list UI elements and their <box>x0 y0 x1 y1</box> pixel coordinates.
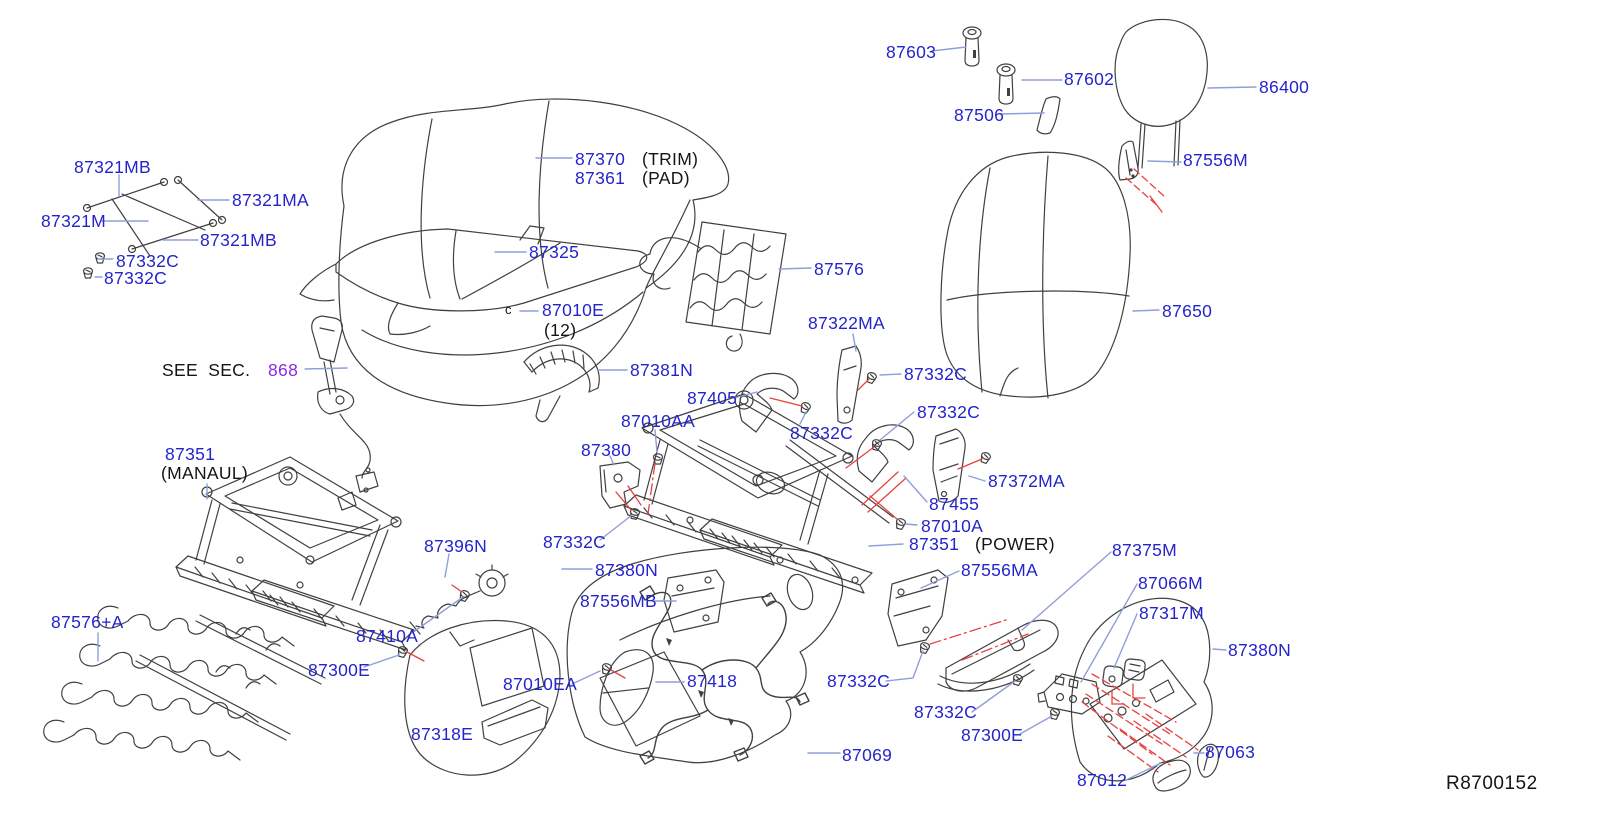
part-label-87012[interactable]: 87012 <box>1077 770 1128 790</box>
part-label-87380n[interactable]: 87380N <box>1228 640 1292 660</box>
part-label-87010aa[interactable]: 87010AA <box>621 411 696 431</box>
part-87418-finisher <box>599 649 654 726</box>
part-86400-headrest <box>1114 18 1208 169</box>
part-87556M-bracket <box>1118 140 1139 181</box>
part-87381N-side-member <box>523 344 600 423</box>
part-87650-seat-back <box>940 151 1131 399</box>
part-87370-cushion-trim <box>338 98 730 407</box>
part-label-87351[interactable]: 87351 <box>165 444 216 464</box>
part-label-87332c[interactable]: 87332C <box>116 251 180 271</box>
part-label-87380n[interactable]: 87380N <box>595 560 659 580</box>
part-label-87321mb[interactable]: 87321MB <box>200 230 278 250</box>
part-label-87576[interactable]: 87576 <box>814 259 865 279</box>
part-label-87380[interactable]: 87380 <box>581 440 632 460</box>
part-label-86400[interactable]: 86400 <box>1259 77 1310 97</box>
part-label-seesec: SEE SEC. <box>162 360 251 380</box>
part-label-manaul: (MANAUL) <box>161 463 248 483</box>
part-label-87321ma[interactable]: 87321MA <box>232 190 310 210</box>
part-87318E-pad <box>481 699 549 746</box>
part-label-trim: (TRIM) <box>642 149 699 169</box>
part-87069-harness <box>639 585 810 765</box>
part-label-87010a[interactable]: 87010A <box>921 516 984 536</box>
part-87396N-recliner-gear <box>409 564 509 635</box>
part-label-87332c[interactable]: 87332C <box>827 671 891 691</box>
part-label-87370[interactable]: 87370 <box>575 149 626 169</box>
part-label-87300e[interactable]: 87300E <box>961 725 1024 745</box>
part-868-seat-belt-buckle <box>311 315 379 511</box>
part-87317M-switch-knobs <box>1102 658 1146 688</box>
part-label-12: (12) <box>544 320 577 340</box>
part-87380N-lower-shield-flap <box>404 619 561 776</box>
drawing-number: R8700152 <box>1446 773 1538 794</box>
part-label-87069[interactable]: 87069 <box>842 745 893 765</box>
part-87602-headrest-stud <box>996 63 1016 105</box>
part-label-87381n[interactable]: 87381N <box>630 360 694 380</box>
part-label-87506[interactable]: 87506 <box>954 105 1005 125</box>
part-87506-trim-piece <box>1036 96 1061 135</box>
part-label-87010e[interactable]: 87010E <box>542 300 605 320</box>
part-label-87375m[interactable]: 87375M <box>1112 540 1178 560</box>
leader-lines <box>94 46 1257 781</box>
part-label-87322ma[interactable]: 87322MA <box>808 313 886 333</box>
part-label-87321m[interactable]: 87321M <box>41 211 107 231</box>
part-label-87332c[interactable]: 87332C <box>790 423 854 443</box>
part-label-87063[interactable]: 87063 <box>1205 742 1256 762</box>
part-87322MA-strap-bracket <box>836 345 862 424</box>
part-87556MA-bracket <box>887 569 949 647</box>
part-label-87556mb[interactable]: 87556MB <box>580 591 658 611</box>
part-label-87317m[interactable]: 87317M <box>1139 603 1205 623</box>
part-label-87455[interactable]: 87455 <box>929 494 980 514</box>
part-label-87300e[interactable]: 87300E <box>308 660 371 680</box>
part-label-pad: (PAD) <box>642 168 690 188</box>
part-87012-knob <box>1152 759 1191 792</box>
part-label-87010ea[interactable]: 87010EA <box>503 674 578 694</box>
part-87455-hook <box>856 424 914 483</box>
part-87576-back-spring-panel <box>639 221 787 352</box>
part-label-87332c[interactable]: 87332C <box>104 268 168 288</box>
part-label-868[interactable]: 868 <box>268 360 299 380</box>
part-label-87650[interactable]: 87650 <box>1162 301 1213 321</box>
part-87380-bracket <box>599 461 641 509</box>
part-label-87325[interactable]: 87325 <box>529 242 580 262</box>
part-label-power: (POWER) <box>975 534 1055 554</box>
part-label-87361[interactable]: 87361 <box>575 168 626 188</box>
part-87375M-slide-finisher <box>937 619 1059 692</box>
part-label-87066m[interactable]: 87066M <box>1138 573 1204 593</box>
part-label-87351[interactable]: 87351 <box>909 534 960 554</box>
part-87351-power-seat-frame <box>623 390 894 594</box>
part-label-87603[interactable]: 87603 <box>886 42 937 62</box>
part-label-87332c[interactable]: 87332C <box>914 702 978 722</box>
part-label-87576+a[interactable]: 87576+A <box>51 612 124 632</box>
part-label-87318e[interactable]: 87318E <box>411 724 474 744</box>
part-label-87418[interactable]: 87418 <box>687 671 738 691</box>
part-label-87321mb[interactable]: 87321MB <box>74 157 152 177</box>
part-87351-manual-seat-frame <box>175 456 415 651</box>
part-87325-cushion-pad <box>299 225 648 336</box>
part-label-87410a[interactable]: 87410A <box>356 626 419 646</box>
part-label-87602[interactable]: 87602 <box>1064 69 1115 89</box>
part-87380N-left-shield <box>566 546 844 764</box>
part-label-87556ma[interactable]: 87556MA <box>961 560 1039 580</box>
part-87066M-switch-assembly <box>1037 673 1101 715</box>
part-87380N-right-shield <box>1070 597 1213 782</box>
part-label-87332c[interactable]: 87332C <box>904 364 968 384</box>
part-87603-headrest-stud <box>962 26 982 67</box>
part-label-87396n[interactable]: 87396N <box>424 536 488 556</box>
part-label-87405[interactable]: 87405 <box>687 388 738 408</box>
part-label-c: c <box>505 302 512 317</box>
part-label-87332c[interactable]: 87332C <box>543 532 607 552</box>
part-87576A-spring-mat <box>43 605 326 761</box>
red-alignment-lines <box>406 168 1199 773</box>
part-label-87556m[interactable]: 87556M <box>1183 150 1249 170</box>
part-87372MA-bracket <box>932 428 966 503</box>
part-87063-knob <box>1197 743 1220 778</box>
part-label-87332c[interactable]: 87332C <box>917 402 981 422</box>
part-label-87372ma[interactable]: 87372MA <box>988 471 1066 491</box>
part-87556MB-bracket <box>663 569 725 633</box>
part-87405-hook <box>738 372 799 433</box>
